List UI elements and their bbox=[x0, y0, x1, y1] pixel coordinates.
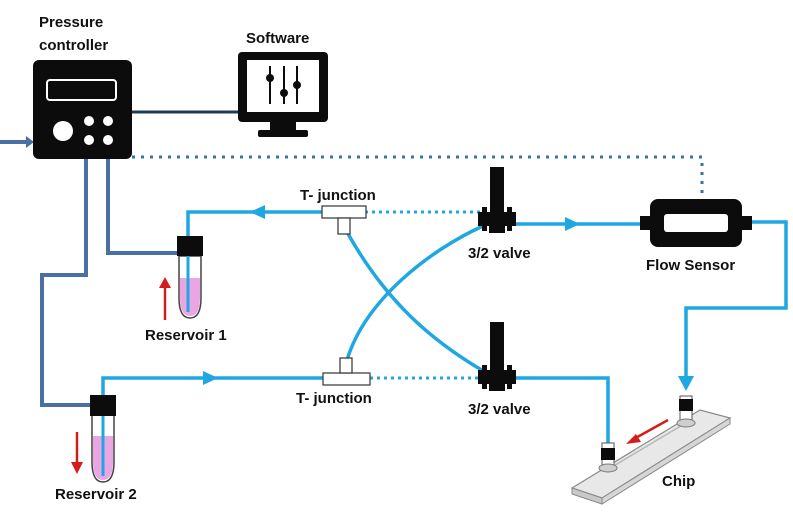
sensor-signal-line bbox=[132, 155, 704, 198]
reservoir-2-label: Reservoir 2 bbox=[55, 486, 137, 503]
chip-label: Chip bbox=[662, 473, 696, 490]
t-junction-bottom-label: T- junction bbox=[296, 390, 372, 407]
red-arrow-chip-flow bbox=[626, 418, 669, 444]
inlet-arrow-head bbox=[26, 136, 34, 148]
fluid-line-sensor-to-chip bbox=[684, 220, 788, 385]
reservoir-1-tube bbox=[177, 236, 203, 319]
cross-line-b bbox=[345, 224, 484, 361]
valve-top-label: 3/2 valve bbox=[468, 245, 531, 262]
flow-arrow-top bbox=[250, 205, 265, 219]
fluid-line-valve-to-chip bbox=[510, 376, 610, 443]
pressure-controller-icon bbox=[33, 60, 132, 159]
red-arrow-up bbox=[159, 277, 171, 320]
reservoir-1-label: Reservoir 1 bbox=[145, 327, 227, 344]
t-junction-top bbox=[321, 205, 367, 235]
red-arrow-down bbox=[71, 432, 83, 474]
t-junction-bottom bbox=[322, 357, 371, 386]
flow-arrow-chip-inlet bbox=[678, 376, 694, 391]
pressure-line-reservoir-2 bbox=[40, 140, 92, 407]
microfluidic-chip-icon bbox=[570, 395, 732, 505]
pressure-controller-label-line1: Pressure bbox=[39, 14, 104, 31]
cross-line-a bbox=[345, 231, 486, 374]
fluid-line-reservoir-1 bbox=[186, 210, 330, 238]
reservoir-2-tube bbox=[90, 395, 116, 483]
valve-bottom-label: 3/2 valve bbox=[468, 401, 531, 418]
monitor-sliders-icon bbox=[238, 52, 328, 137]
t-junction-top-label: T- junction bbox=[300, 187, 376, 204]
pressure-controller-label-line2: controller bbox=[39, 37, 109, 54]
fluid-line-reservoir-2 bbox=[101, 376, 323, 397]
valve-icon bbox=[478, 167, 516, 233]
fluid-lines bbox=[101, 210, 788, 443]
software-label: Software bbox=[246, 30, 310, 47]
flow-sensor-icon bbox=[640, 199, 752, 247]
valve-icon bbox=[478, 322, 516, 391]
flow-sensor-label: Flow Sensor bbox=[646, 257, 736, 274]
flow-arrow-valve-sensor bbox=[565, 217, 580, 231]
flow-arrow-bottom bbox=[203, 371, 218, 385]
pressure-line-reservoir-1 bbox=[106, 140, 182, 255]
pressure-lines bbox=[40, 140, 182, 407]
